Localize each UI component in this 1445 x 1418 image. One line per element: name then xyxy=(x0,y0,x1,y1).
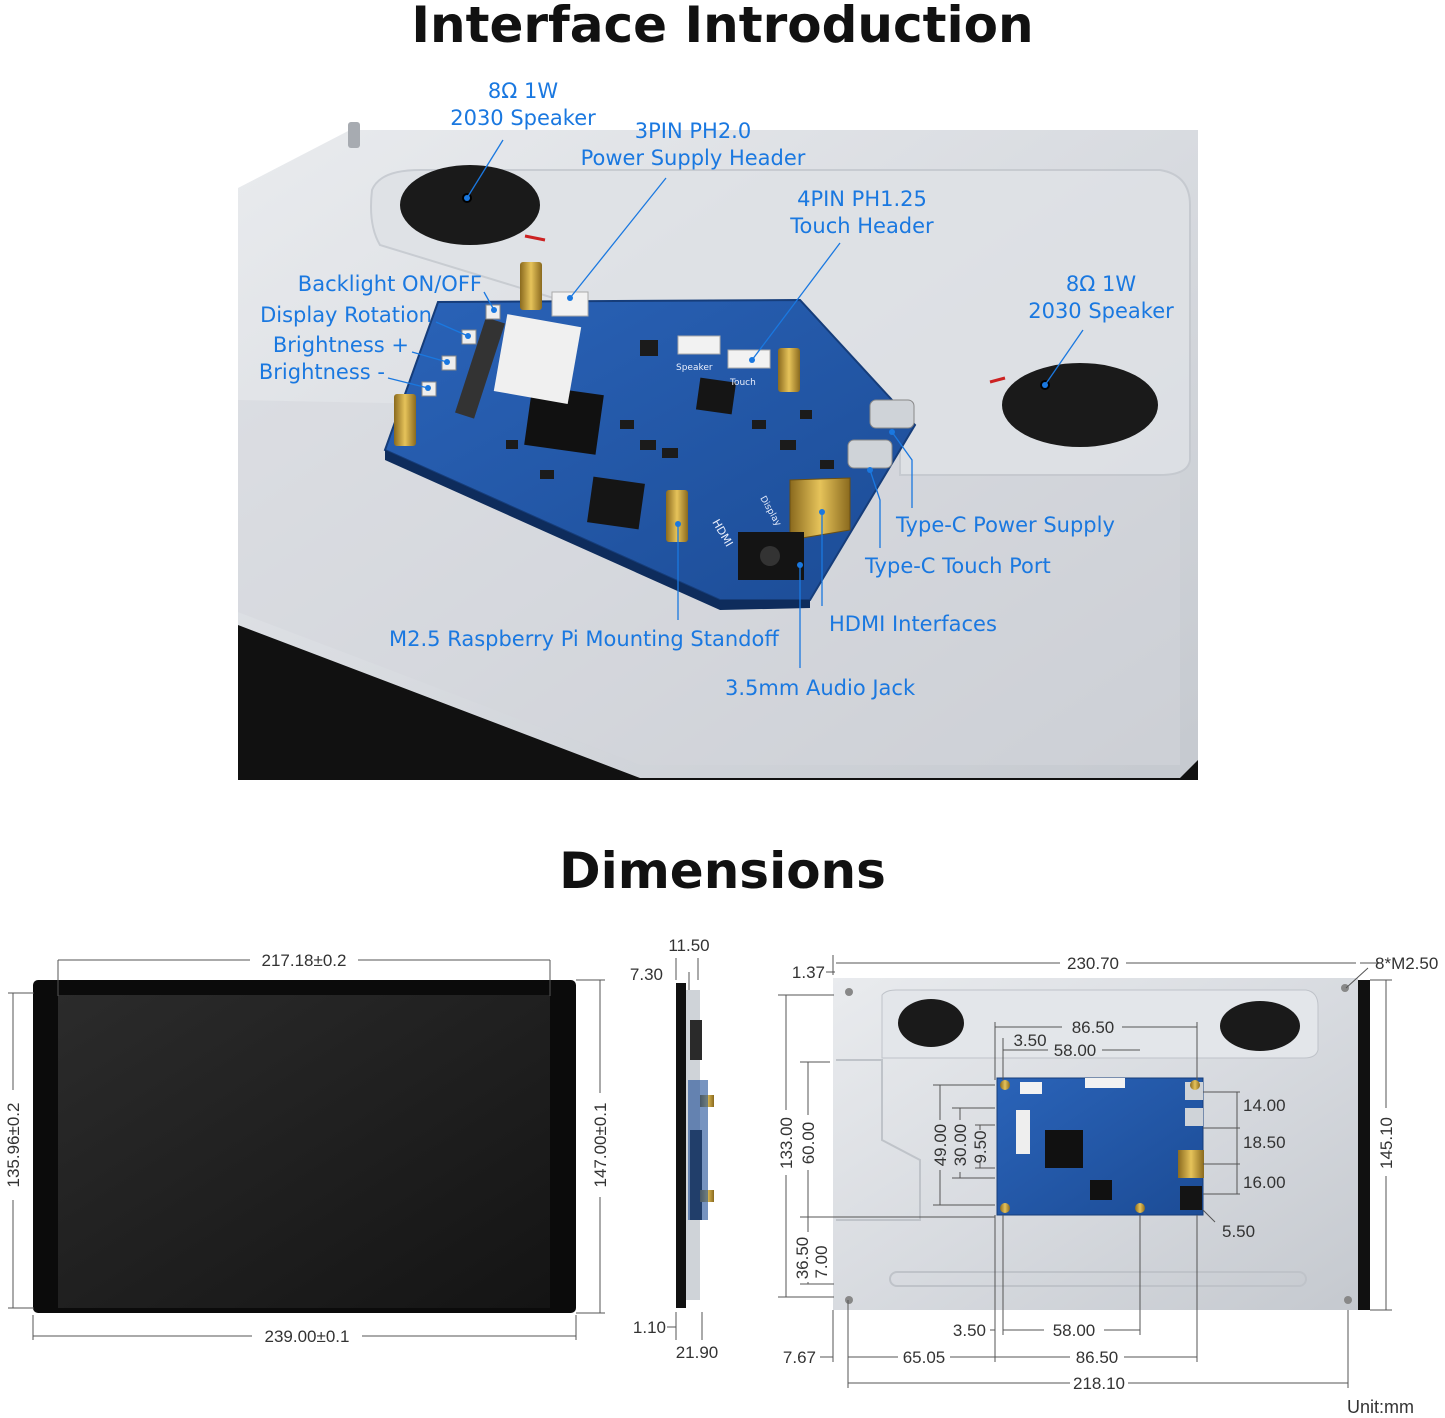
callout-speaker-left-l2: 2030 Speaker xyxy=(450,106,596,130)
callout-power-header-l2: Power Supply Header xyxy=(581,146,806,170)
callout-standoff: M2.5 Raspberry Pi Mounting Standoff xyxy=(389,627,779,651)
dim-back-18-50: 18.50 xyxy=(1243,1133,1286,1152)
silk-touch: Touch xyxy=(729,378,756,388)
dim-back-145-10: 145.10 xyxy=(1377,1117,1396,1169)
hdmi-port xyxy=(789,477,851,541)
dim-back-7-67: 7.67 xyxy=(783,1348,816,1367)
dim-front-top: 217.18±0.2 xyxy=(262,951,347,970)
dim-back-60-00: 60.00 xyxy=(799,1122,818,1165)
dim-back-3-50-bottom: 3.50 xyxy=(953,1321,986,1340)
callout-brightness-minus: Brightness - xyxy=(259,360,385,384)
typec-power-port xyxy=(869,399,915,429)
dim-back-3-50-top: 3.50 xyxy=(1013,1031,1046,1050)
back-speaker-right xyxy=(1220,1001,1300,1051)
dim-back-133-00: 133.00 xyxy=(777,1117,796,1169)
chip xyxy=(587,476,645,530)
dim-side-7-30: 7.30 xyxy=(630,965,663,984)
callout-speaker-right-l2: 2030 Speaker xyxy=(1028,299,1174,323)
dim-back-49-00: 49.00 xyxy=(931,1124,950,1167)
standoff xyxy=(778,348,800,392)
speaker-right xyxy=(1002,363,1158,447)
standoff xyxy=(394,394,416,446)
dim-back-7-00: 7.00 xyxy=(812,1245,831,1278)
dim-back-16-00: 16.00 xyxy=(1243,1173,1286,1192)
dim-back-230-70: 230.70 xyxy=(1067,954,1119,973)
silk-speaker: Speaker xyxy=(676,363,713,373)
screw xyxy=(348,122,360,148)
side-glass xyxy=(676,983,686,1308)
interface-title: Interface Introduction xyxy=(411,0,1034,54)
interface-photo: Speaker Touch Display HDMI xyxy=(238,122,1198,780)
dim-back-36-50: 36.50 xyxy=(793,1237,812,1280)
dim-front-left: 135.96±0.2 xyxy=(4,1103,23,1188)
callout-touch-header-l2: Touch Header xyxy=(789,214,934,238)
dim-back-86-50-top: 86.50 xyxy=(1072,1018,1115,1037)
unit-label: Unit:mm xyxy=(1347,1397,1414,1417)
dim-back-218-10: 218.10 xyxy=(1073,1374,1125,1393)
ffc-connector xyxy=(493,314,582,405)
dim-back-86-50-bottom: 86.50 xyxy=(1076,1348,1119,1367)
dimensions-title: Dimensions xyxy=(559,842,886,900)
back-glass-edge xyxy=(1356,980,1370,1310)
dim-side-21-90: 21.90 xyxy=(676,1343,719,1362)
speaker-left xyxy=(400,165,540,245)
side-view xyxy=(667,958,714,1340)
dim-back-1-37: 1.37 xyxy=(792,963,825,982)
dim-back-58-00-top: 58.00 xyxy=(1054,1041,1097,1060)
dim-back-9-50: 9.50 xyxy=(971,1130,990,1163)
callout-hdmi: HDMI Interfaces xyxy=(829,612,997,636)
callout-typec-power: Type-C Power Supply xyxy=(895,513,1115,537)
dim-back-65-05: 65.05 xyxy=(903,1348,946,1367)
dim-back-5-50: 5.50 xyxy=(1222,1222,1255,1241)
callout-audio: 3.5mm Audio Jack xyxy=(725,676,916,700)
callout-typec-touch: Type-C Touch Port xyxy=(864,554,1051,578)
dim-back-30-00: 30.00 xyxy=(951,1124,970,1167)
dim-front-right: 147.00±0.1 xyxy=(591,1103,610,1188)
dim-side-11-50: 11.50 xyxy=(668,936,709,955)
power-header xyxy=(551,291,589,317)
callout-speaker-left-l1: 8Ω 1W xyxy=(488,79,558,103)
callout-speaker-right-l1: 8Ω 1W xyxy=(1066,272,1136,296)
dim-side-1-10: 1.10 xyxy=(633,1318,666,1337)
standoff xyxy=(666,490,688,542)
front-view xyxy=(8,959,605,1340)
dim-back-14-00: 14.00 xyxy=(1243,1096,1286,1115)
main-chip xyxy=(524,385,604,455)
callout-power-header-l1: 3PIN PH2.0 xyxy=(635,119,751,143)
standoff xyxy=(520,262,542,310)
dim-back-holes: 8*M2.50 xyxy=(1375,954,1438,973)
touch-connector xyxy=(727,349,771,369)
callout-rotation: Display Rotation xyxy=(260,303,432,327)
callout-brightness-plus: Brightness + xyxy=(273,333,409,357)
dim-front-bottom: 239.00±0.1 xyxy=(265,1327,350,1346)
callout-backlight: Backlight ON/OFF xyxy=(298,272,482,296)
display-area xyxy=(58,995,550,1308)
speaker-connector xyxy=(677,335,721,355)
back-view xyxy=(778,955,1392,1388)
typec-touch-port xyxy=(847,439,893,469)
callout-touch-header-l1: 4PIN PH1.25 xyxy=(797,187,927,211)
back-speaker-left xyxy=(898,999,964,1047)
dim-back-58-00-bottom: 58.00 xyxy=(1053,1321,1096,1340)
callout-leaders xyxy=(387,139,1084,668)
